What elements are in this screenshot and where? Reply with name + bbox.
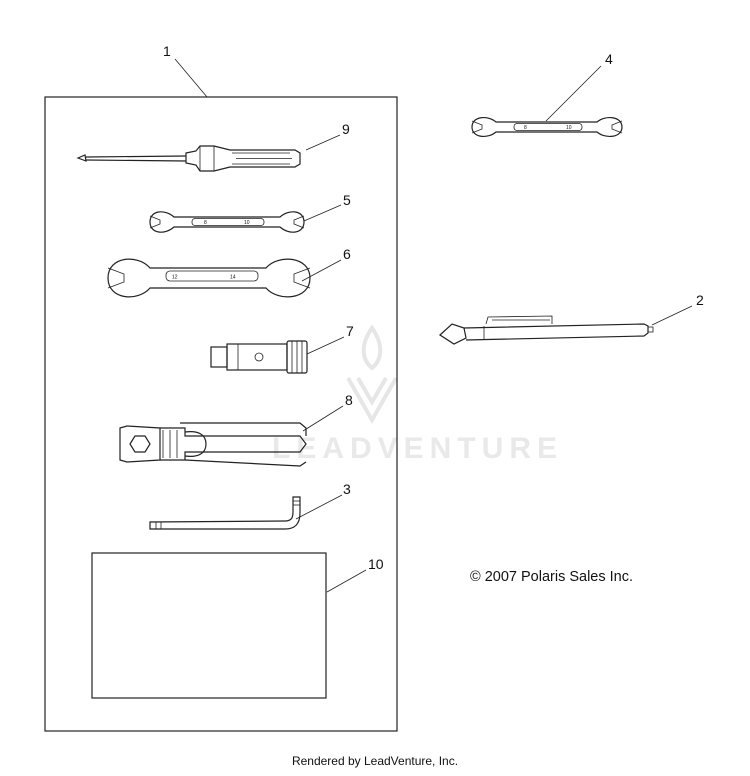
callout-9: 9 <box>342 121 350 137</box>
hex-key <box>149 496 301 530</box>
callout-3: 3 <box>343 481 351 497</box>
callout-8: 8 <box>345 392 353 408</box>
owner-manual-outline <box>91 552 327 699</box>
wrench-separate: 8 10 <box>471 117 623 137</box>
callout-2: 2 <box>696 292 704 308</box>
callout-4: 4 <box>605 51 613 67</box>
leader-lines <box>174 58 693 593</box>
wrench-large-size-right: 14 <box>230 275 236 281</box>
tool-kit-bag-outline <box>44 96 398 732</box>
tire-pressure-gauge <box>439 315 654 345</box>
callout-7: 7 <box>346 323 354 339</box>
callout-10: 10 <box>368 556 384 572</box>
wrench-separate-size-left: 8 <box>524 125 527 131</box>
copyright-notice: © 2007 Polaris Sales Inc. <box>470 569 634 585</box>
leadventure-logo-icon <box>346 324 398 425</box>
spark-plug-socket <box>210 340 308 374</box>
watermark-text: LEADVENTURE <box>272 432 564 465</box>
callout-6: 6 <box>343 246 351 262</box>
wrench-separate-size-right: 10 <box>566 125 572 131</box>
wrench-small-size-left: 8 <box>204 220 207 226</box>
callout-5: 5 <box>343 192 351 208</box>
wrench-large: 12 14 <box>107 258 311 298</box>
screwdriver-drawing <box>76 145 301 172</box>
footer-credit: Rendered by LeadVenture, Inc. <box>291 754 459 768</box>
pliers <box>119 422 307 467</box>
wrench-small: 8 10 <box>149 211 305 233</box>
wrench-large-size-left: 12 <box>172 275 178 281</box>
wrench-small-size-right: 10 <box>244 220 250 226</box>
callout-1: 1 <box>163 43 171 59</box>
